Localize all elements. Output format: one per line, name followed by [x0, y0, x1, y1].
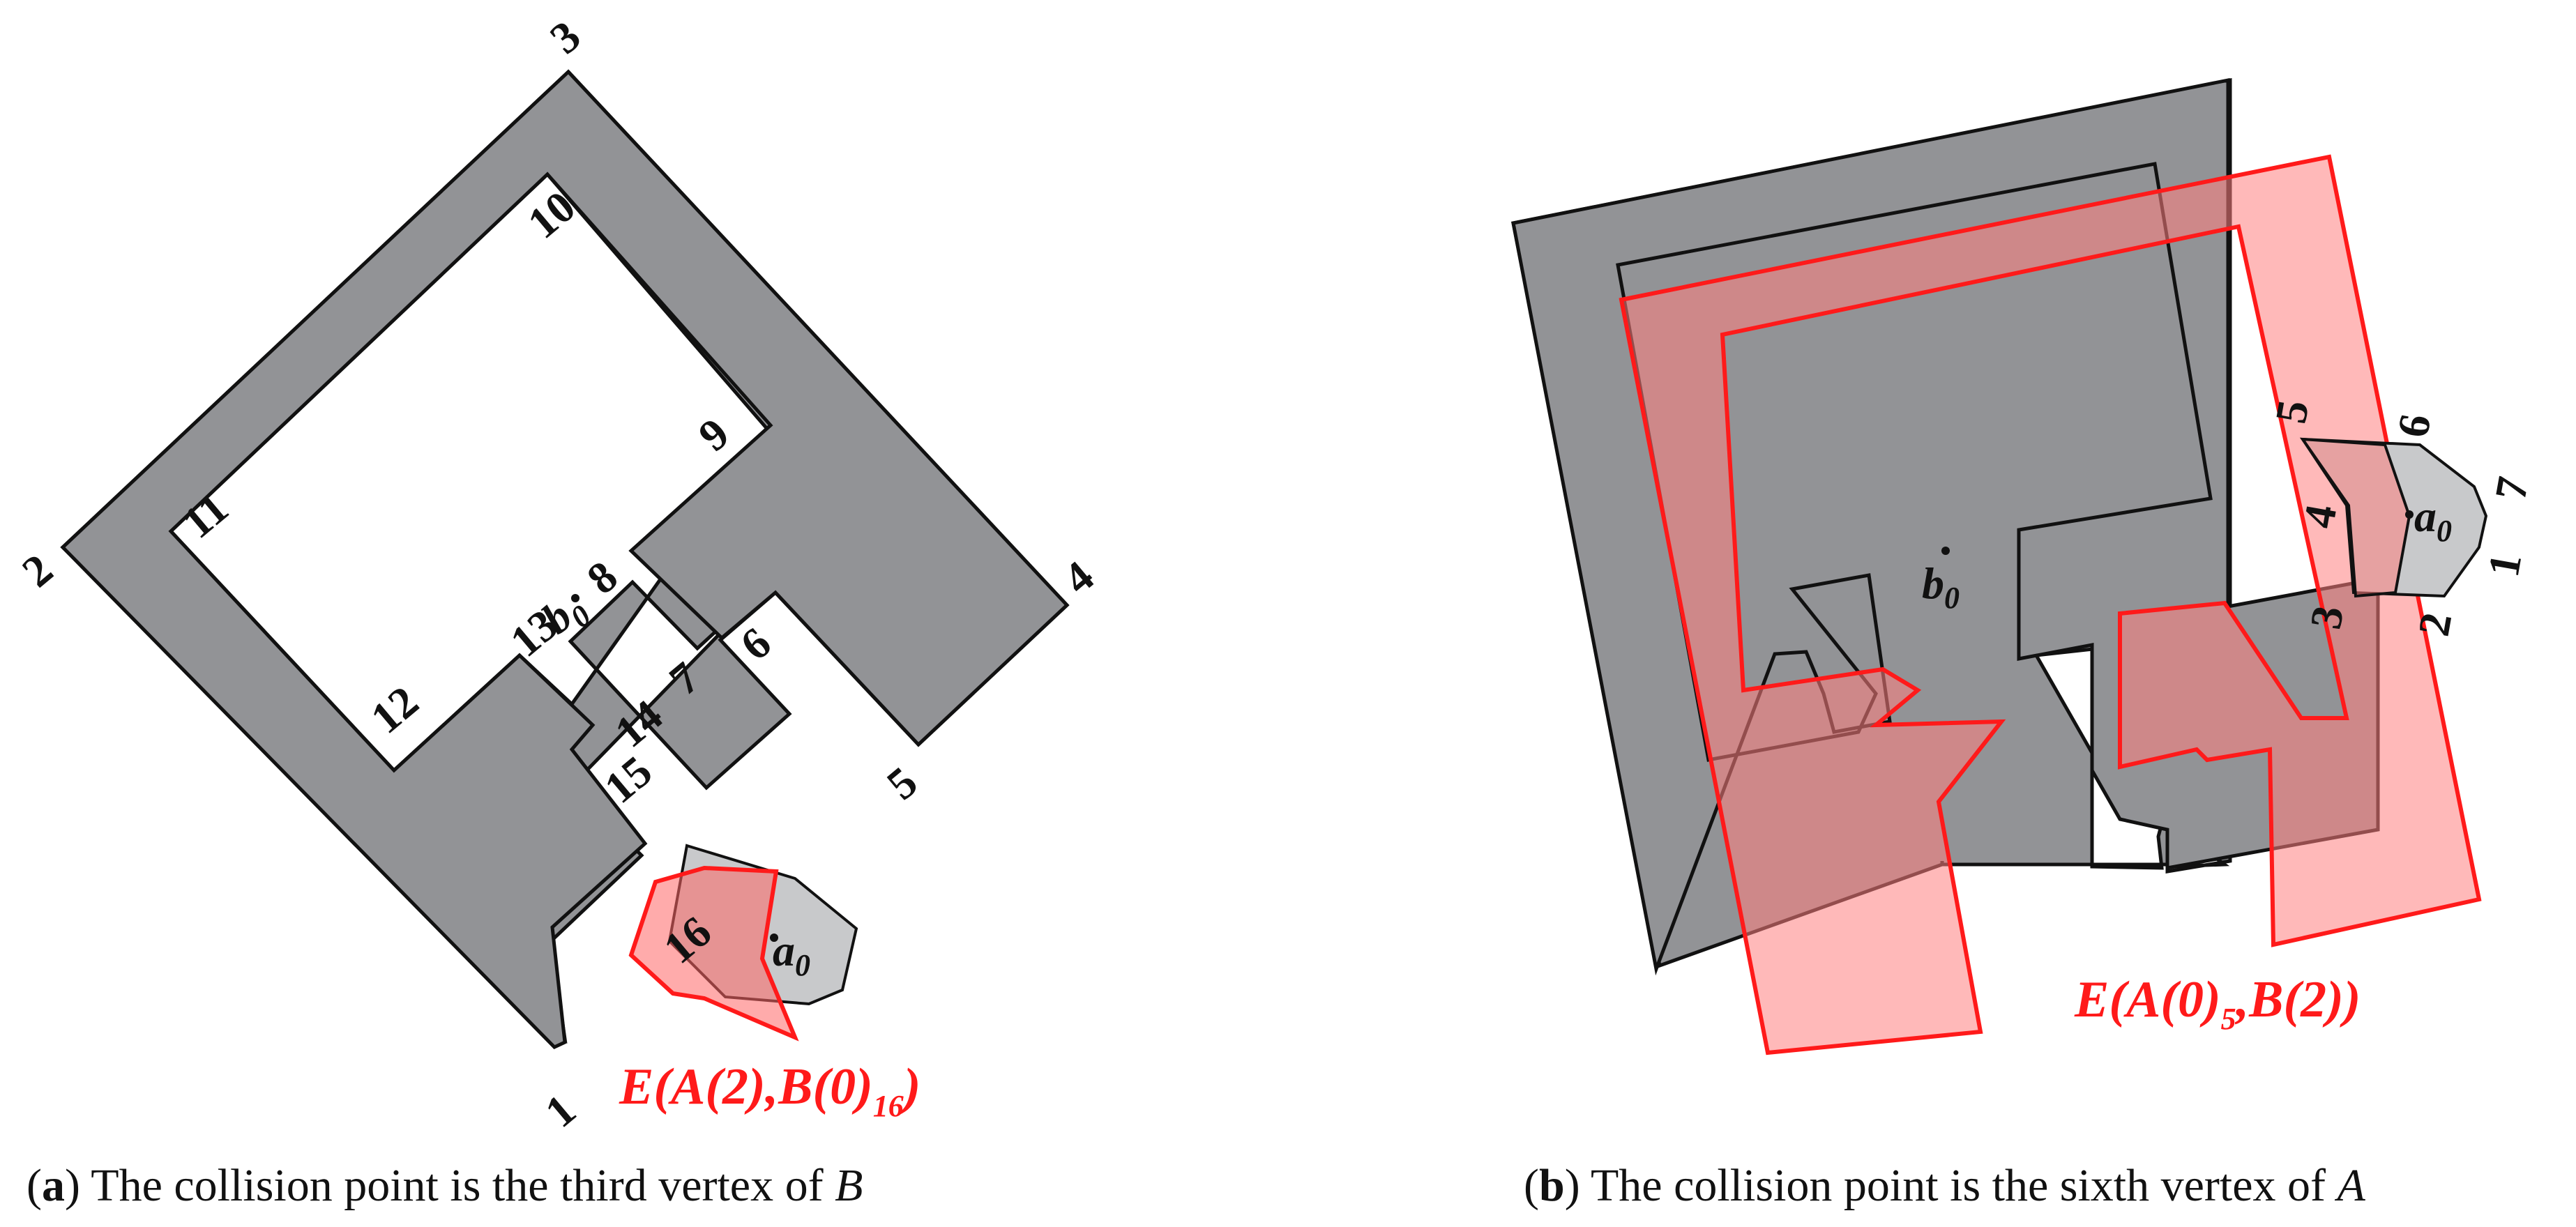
polygon-b-frame	[60, 69, 1070, 1050]
b-point-b0: b0	[1922, 558, 1960, 615]
b-point-a0: a0	[2414, 491, 2452, 548]
a-vertex-2: 2	[13, 544, 61, 597]
a-vertex-1: 1	[536, 1085, 584, 1137]
a-point-b0-dot	[571, 594, 579, 602]
a-vertex-9: 9	[689, 409, 738, 461]
a-vertex-5: 5	[877, 757, 926, 809]
b-vertex-1: 1	[2478, 550, 2531, 581]
polygon-e-red	[628, 865, 799, 1042]
b-point-b0-dot	[1941, 547, 1950, 555]
b-point-a0-dot	[2405, 510, 2414, 519]
polygon-e-red-2	[1619, 154, 2482, 1055]
a-vertex-12: 12	[361, 676, 427, 743]
polygon-a-red-small	[2299, 437, 2411, 598]
b-e-label: E(A(0)5,B(2))	[2074, 971, 2361, 1036]
a-vertex-4: 4	[1054, 551, 1103, 604]
a-point-a0-dot	[770, 933, 778, 942]
a-point-a0: a0	[773, 926, 810, 982]
b-vertex-6: 6	[2388, 411, 2440, 441]
b-vertex-7: 7	[2485, 473, 2538, 504]
a-caption: (a) The collision point is the third ver…	[26, 1160, 863, 1211]
panel-b: 1 2 3 4 5 6 7 b0 a0 E(A(0)5,B(2)) (b) Th…	[1511, 77, 2538, 1211]
a-e-label: E(A(2),B(0)16)	[619, 1058, 920, 1123]
panel-a: 1 2 3 4 5 6 7 8 9 10 11 12 13 14 15 16 b…	[13, 11, 1103, 1211]
b-caption: (b) The collision point is the sixth ver…	[1524, 1160, 2366, 1211]
a-vertex-3: 3	[540, 11, 589, 63]
